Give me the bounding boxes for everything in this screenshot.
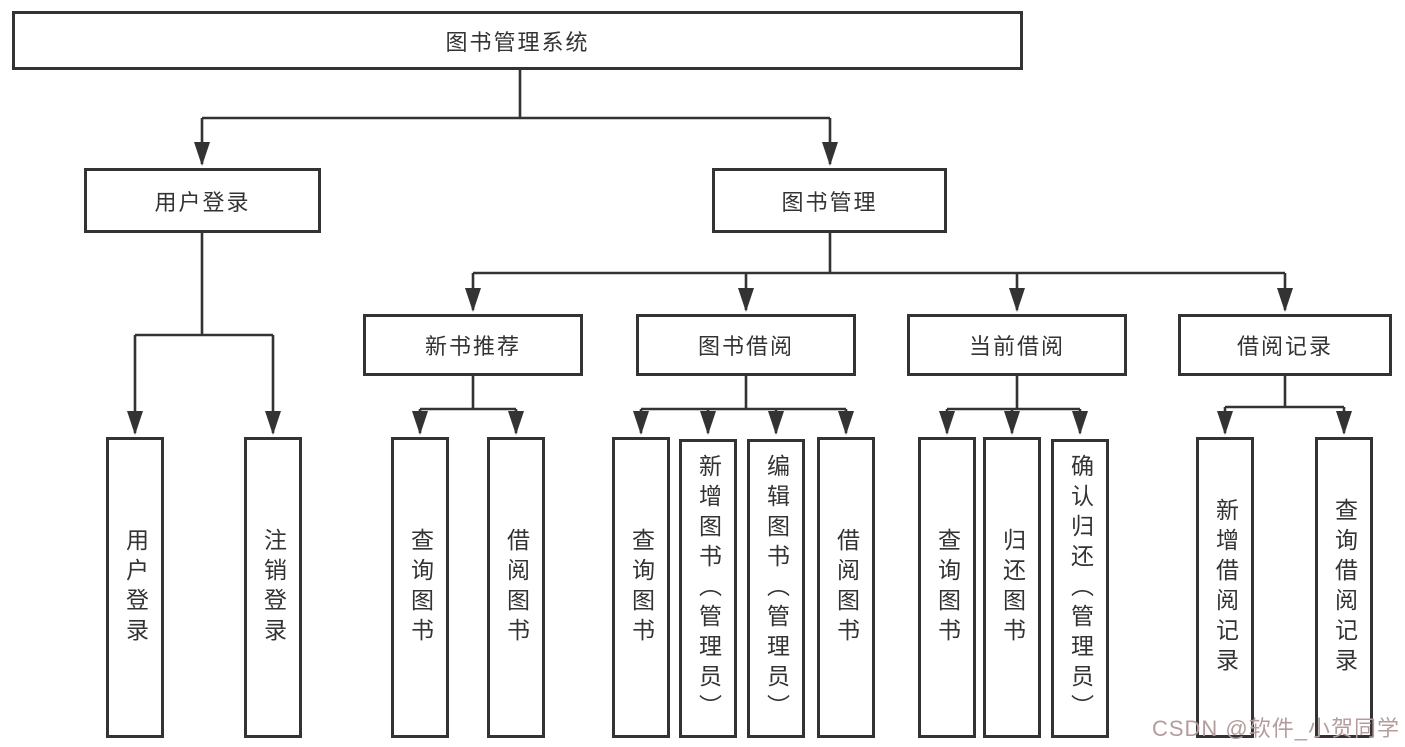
node-book-borrowing: 图书借阅 (636, 314, 856, 376)
node-query-book: 查询图书 (612, 437, 670, 738)
node-label: 用户登录 (122, 527, 149, 648)
node-root-system: 图书管理系统 (12, 11, 1023, 70)
node-borrowing-records: 借阅记录 (1178, 314, 1392, 376)
node-label: 当前借阅 (968, 334, 1065, 359)
node-edit-book-admin: 编辑图书（管理员） (747, 439, 805, 738)
node-query-borrow-record: 查询借阅记录 (1315, 437, 1373, 738)
node-label: 新书推荐 (424, 334, 521, 359)
node-login: 用户登录 (106, 437, 164, 738)
node-label: 注销登录 (260, 527, 287, 648)
node-add-borrow-record: 新增借阅记录 (1196, 437, 1254, 738)
node-add-book-admin: 新增图书（管理员） (679, 439, 737, 738)
node-logout: 注销登录 (244, 437, 302, 738)
node-borrow-book: 借阅图书 (817, 437, 875, 738)
trunk-lines (135, 70, 1344, 411)
node-label: 新增图书（管理员） (695, 453, 722, 724)
node-label: 借阅记录 (1236, 334, 1333, 359)
node-book-management-module: 图书管理 (712, 168, 947, 233)
node-query-book: 查询图书 (918, 437, 976, 738)
watermark: CSDN @软件_小贺同学 (1151, 716, 1400, 741)
node-label: 查询图书 (934, 527, 961, 648)
node-borrow-book: 借阅图书 (487, 437, 545, 738)
node-query-book: 查询图书 (391, 437, 449, 738)
node-label: 确认归还（管理员） (1067, 453, 1094, 724)
node-confirm-return-admin: 确认归还（管理员） (1051, 439, 1109, 738)
node-label: 图书借阅 (697, 334, 794, 359)
node-label: 新增借阅记录 (1212, 497, 1239, 678)
node-label: 图书管理系统 (445, 29, 590, 55)
node-label: 借阅图书 (503, 527, 530, 648)
node-user-login-module: 用户登录 (84, 168, 321, 233)
node-label: 借阅图书 (833, 527, 860, 648)
node-label: 编辑图书（管理员） (763, 453, 790, 724)
node-new-book-recommend: 新书推荐 (363, 314, 583, 376)
node-label: 查询借阅记录 (1331, 497, 1358, 678)
node-label: 归还图书 (999, 527, 1026, 648)
node-current-borrowing: 当前借阅 (907, 314, 1127, 376)
node-label: 查询图书 (628, 527, 655, 648)
node-label: 查询图书 (407, 527, 434, 648)
node-label: 用户登录 (154, 189, 251, 215)
node-return-book: 归还图书 (983, 437, 1041, 738)
node-label: 图书管理 (781, 189, 878, 215)
